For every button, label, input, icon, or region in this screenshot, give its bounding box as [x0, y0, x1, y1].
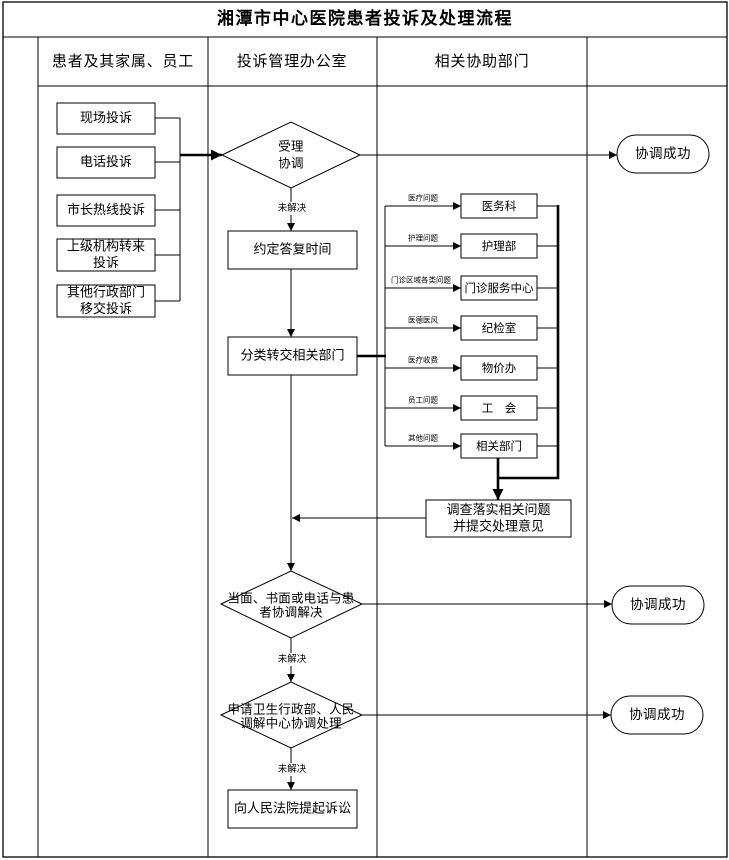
department-pricing: 医疗收费 物价办 — [385, 355, 558, 381]
department-label: 工 会 — [482, 401, 517, 415]
source-label: 现场投诉 — [80, 110, 132, 126]
source-box — [56, 146, 156, 179]
issue-label: 医疗问题 — [408, 193, 438, 203]
issue-label: 医疗收费 — [408, 355, 438, 365]
process-label: 分类转交相关部门 — [240, 348, 344, 364]
department-box — [460, 315, 538, 341]
department-label: 纪检室 — [482, 321, 517, 335]
source-other-admin-dept: 其他行政部门 移交投诉 — [56, 284, 156, 318]
page-title: 湘潭市中心医院患者投诉及处理流程 — [217, 8, 513, 29]
department-box — [460, 233, 538, 259]
source-label: 电话投诉 — [80, 154, 132, 170]
terminal-box — [611, 585, 705, 625]
department-box — [460, 433, 538, 459]
process-box — [227, 789, 358, 829]
source-label-line1: 上级机构转来 — [67, 240, 145, 255]
edge-label-unresolved: 未解决 — [278, 763, 307, 775]
lane-header-office: 投诉管理办公室 — [237, 52, 348, 70]
decision-label-line1: 受理 — [278, 139, 304, 154]
source-mayor-hotline: 市长热线投诉 — [56, 194, 156, 227]
issue-label: 医德医风 — [408, 315, 438, 325]
process-box — [227, 336, 358, 376]
source-phone-complaint: 电话投诉 — [56, 146, 156, 179]
process-box — [425, 499, 572, 538]
terminal-label: 协调成功 — [635, 146, 691, 162]
issue-label: 其他问题 — [408, 433, 438, 443]
edge-label-background — [274, 763, 310, 776]
edge-label-background — [274, 202, 310, 215]
source-onsite-complaint: 现场投诉 — [56, 102, 156, 135]
decision-label-line2: 调解中心协调处理 — [240, 716, 342, 731]
department-label: 门诊服务中心 — [465, 281, 534, 295]
source-connectors — [155, 117, 222, 302]
edge-label-unresolved: 未解决 — [278, 202, 307, 214]
outcome-success-3: 协调成功 — [610, 695, 704, 735]
classify-step: 分类转交相关部门 — [227, 336, 358, 376]
source-label-line1: 其他行政部门 — [67, 286, 145, 301]
lane-header-departments: 相关协助部门 — [435, 52, 530, 70]
accept-decision: 受理 协调 — [220, 121, 362, 189]
investigation-step: 调查落实相关问题 并提交处理意见 — [425, 499, 572, 538]
source-superior-agency: 上级机构转来 投诉 — [56, 238, 156, 272]
department-label: 护理部 — [482, 239, 517, 253]
outcome-success-2: 协调成功 — [611, 585, 705, 625]
department-related: 其他问题 相关部门 — [385, 433, 558, 459]
decision-label-line1: 当面、书面或电话与患 — [227, 591, 354, 606]
source-label-line2: 投诉 — [93, 255, 119, 271]
mediation-decision: 申请卫生行政部、人民 调解中心协调处理 — [219, 681, 364, 749]
decision-label-line2: 者协调解决 — [259, 605, 323, 620]
lane-header-complainants: 患者及其家属、员工 — [52, 52, 194, 70]
department-discipline: 医德医风 纪检室 — [385, 315, 558, 341]
source-box — [56, 102, 156, 135]
source-label-line2: 移交投诉 — [80, 301, 132, 317]
department-box — [460, 275, 538, 301]
lawsuit-step: 向人民法院提起诉讼 — [227, 789, 358, 829]
edge-label-unresolved: 未解决 — [278, 653, 307, 665]
source-box — [56, 194, 156, 227]
process-label-line1: 调查落实相关问题 — [446, 503, 550, 518]
outcome-success-1: 协调成功 — [616, 134, 710, 174]
appointment-step: 约定答复时间 — [227, 230, 358, 270]
terminal-box — [616, 134, 710, 174]
negotiate-decision: 当面、书面或电话与患 者协调解决 — [219, 570, 364, 639]
terminal-label: 协调成功 — [630, 597, 686, 613]
source-box — [56, 284, 156, 318]
terminal-label: 协调成功 — [629, 707, 685, 723]
process-label-line2: 并提交处理意见 — [453, 519, 544, 535]
source-label: 市长热线投诉 — [67, 202, 145, 218]
process-label: 约定答复时间 — [253, 242, 331, 258]
decision-label-line2: 协调 — [278, 156, 303, 171]
department-box — [460, 395, 538, 421]
department-outpatient-service: 门诊区域各类问题 门诊服务中心 — [385, 275, 558, 301]
decision-label-line1: 申请卫生行政部、人民 — [227, 702, 354, 717]
terminal-box — [610, 695, 704, 735]
issue-label: 门诊区域各类问题 — [391, 275, 451, 285]
edge-label-background — [274, 653, 310, 666]
department-label: 物价办 — [482, 361, 517, 375]
department-box — [460, 355, 538, 381]
issue-label: 护理问题 — [408, 233, 438, 243]
department-medical-affairs: 医疗问题 医务科 — [385, 193, 558, 219]
department-box — [460, 193, 538, 219]
department-label: 医务科 — [482, 199, 517, 213]
department-union: 员工问题 工 会 — [385, 395, 558, 421]
issue-label: 员工问题 — [408, 396, 438, 405]
department-label: 相关部门 — [476, 439, 522, 453]
process-box — [227, 230, 358, 270]
source-box — [56, 238, 156, 272]
department-nursing: 护理问题 护理部 — [385, 233, 558, 259]
process-label: 向人民法院提起诉讼 — [234, 801, 351, 817]
